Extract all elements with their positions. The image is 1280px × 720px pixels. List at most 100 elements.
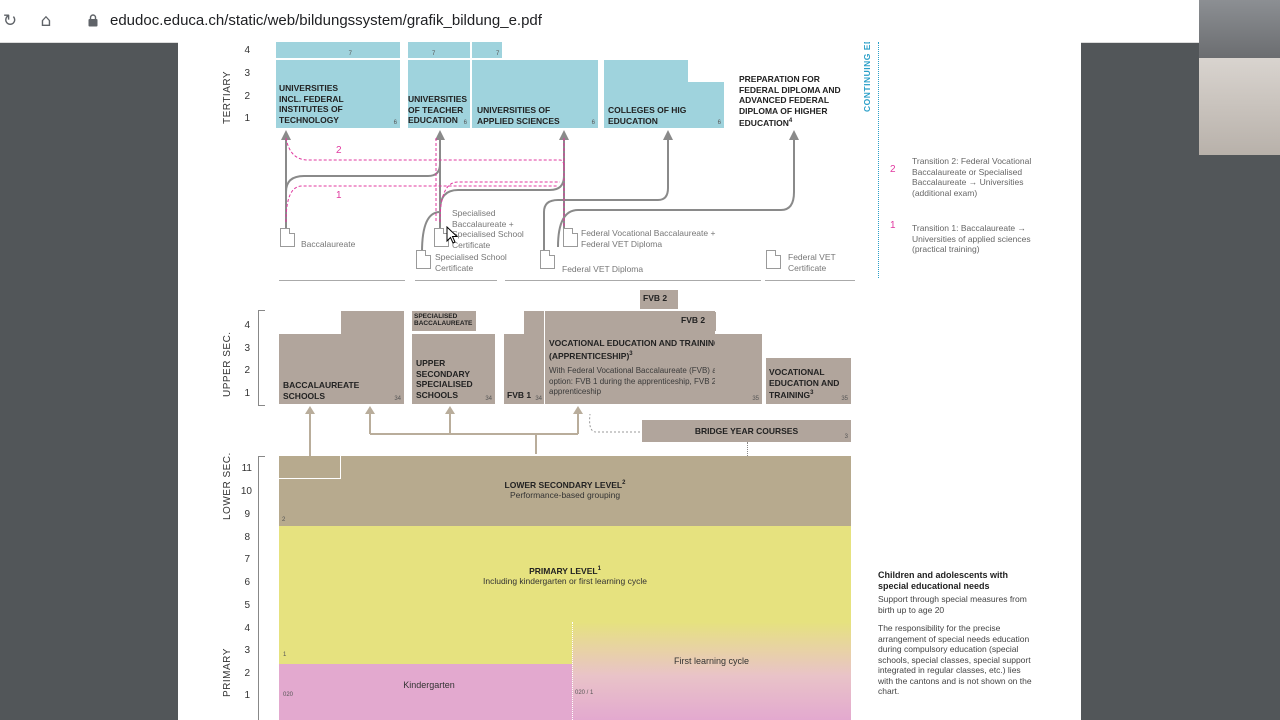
doc-icon bbox=[540, 250, 555, 269]
bacc-schools-label: BACCALAUREATE SCHOOLS bbox=[283, 380, 360, 401]
first-learning-cycle-box: First learning cycle 020 / 1 bbox=[572, 622, 851, 720]
doc-icon bbox=[416, 250, 431, 269]
bridge-year-box: BRIDGE YEAR COURSES 3 bbox=[642, 420, 851, 442]
year-primary-6: 6 bbox=[244, 577, 250, 588]
year-primary-2: 2 bbox=[244, 668, 250, 679]
year-upper-2: 2 bbox=[244, 365, 250, 376]
transition-2-marker: 2 bbox=[336, 145, 342, 156]
cert-vet-cert: Federal VET Certificate bbox=[788, 252, 836, 273]
vet-title: VOCATIONAL EDUCATION AND TRAINING (APPRE… bbox=[549, 338, 721, 361]
teacher-top-box bbox=[408, 42, 470, 58]
fvb-divider bbox=[544, 312, 545, 404]
universities-label: UNIVERSITIES INCL. FEDERAL INSTITUTES OF… bbox=[279, 83, 344, 125]
primary-level-title: PRIMARY LEVEL1 bbox=[529, 565, 601, 576]
lower-bracket bbox=[258, 456, 265, 527]
lower-secondary-title: LOWER SECONDARY LEVEL2 bbox=[504, 479, 626, 490]
year-tertiary-3: 3 bbox=[244, 68, 250, 79]
teacher-code: 6 bbox=[463, 120, 467, 126]
year-primary-3: 3 bbox=[244, 645, 250, 656]
upper-spec-code: 34 bbox=[485, 396, 492, 402]
year-primary-8: 8 bbox=[244, 532, 250, 543]
year-upper-3: 3 bbox=[244, 343, 250, 354]
vet-training-code: 35 bbox=[841, 396, 848, 402]
cert-vet-diploma: Federal VET Diploma bbox=[562, 264, 644, 274]
universities-box: UNIVERSITIES INCL. FEDERAL INSTITUTES OF… bbox=[276, 51, 400, 128]
vet-description: With Federal Vocational Baccalaureate (F… bbox=[549, 366, 748, 396]
reload-icon[interactable]: ↻ bbox=[2, 11, 18, 31]
year-tertiary-2: 2 bbox=[244, 91, 250, 102]
year-primary-7: 7 bbox=[244, 554, 250, 565]
participant-video-2 bbox=[1199, 58, 1280, 155]
colleges-label: COLLEGES OF HIGHER EDUCATION bbox=[608, 105, 705, 126]
fvb2-box: FVB 2 bbox=[678, 312, 716, 331]
applied-box: UNIVERSITIES OF APPLIED SCIENCES 6 7 bbox=[472, 51, 598, 128]
special-needs-p1: Support through special measures from bi… bbox=[878, 594, 1027, 615]
legend-t1-number: 1 bbox=[890, 220, 896, 231]
transition-1-marker: 1 bbox=[336, 190, 342, 201]
address-bar[interactable]: edudoc.educa.ch/static/web/bildungssyste… bbox=[110, 12, 542, 29]
doc-icon bbox=[434, 228, 449, 247]
year-upper-1: 1 bbox=[244, 388, 250, 399]
separator bbox=[765, 280, 855, 281]
kindergarten-code: 020 bbox=[283, 692, 294, 698]
doc-icon bbox=[563, 228, 578, 247]
pdf-page: TERTIARY UPPER SEC. LOWER SEC. PRIMARY C… bbox=[178, 42, 1081, 720]
primary-level-subtitle: Including kindergarten or first learning… bbox=[483, 576, 647, 586]
lower-secondary-subtitle: Performance-based grouping bbox=[509, 490, 621, 500]
cert-spec-bacc: Specialised Baccalaureate + Specialised … bbox=[452, 208, 524, 250]
bacc-schools-box: BACCALAUREATE SCHOOLS 34 bbox=[279, 334, 404, 404]
year-primary-1: 1 bbox=[244, 690, 250, 701]
bridge-connector bbox=[747, 442, 748, 456]
upper-bracket bbox=[258, 310, 265, 406]
upper-flows bbox=[305, 402, 784, 456]
fvb1-top-box bbox=[524, 311, 544, 335]
lower-secondary-box: LOWER SECONDARY LEVEL2 Performance-based… bbox=[279, 456, 851, 526]
year-primary-4: 4 bbox=[244, 623, 250, 634]
legend-t1-text: Transition 1: Baccalaureate → Universiti… bbox=[912, 223, 1031, 254]
vet-code: 35 bbox=[752, 396, 759, 402]
axis-label-upper-sec: UPPER SEC. bbox=[222, 331, 233, 397]
year-lower-9: 9 bbox=[244, 509, 250, 520]
colleges-box-ext: 6 bbox=[686, 82, 724, 128]
axis-label-primary: PRIMARY bbox=[222, 648, 233, 697]
teacher-box: UNIVERSITIES OF TEACHER EDUCATION 6 7 bbox=[408, 51, 470, 128]
fvb2-box-top: FVB 2 bbox=[640, 290, 678, 309]
mouse-cursor-icon bbox=[446, 226, 458, 244]
doc-icon bbox=[766, 250, 781, 269]
fvb2-label: FVB 2 bbox=[681, 315, 706, 325]
applied-label: UNIVERSITIES OF APPLIED SCIENCES bbox=[477, 105, 560, 126]
special-needs-title: Children and adolescents with special ed… bbox=[878, 570, 1009, 591]
cert-baccalaureate: Baccalaureate bbox=[301, 239, 356, 249]
kindergarten-box: Kindergarten 020 bbox=[279, 664, 572, 720]
universities-top-code: 7 bbox=[348, 51, 352, 57]
year-lower-11: 11 bbox=[241, 463, 252, 474]
bridge-year-code: 3 bbox=[844, 434, 848, 440]
primary-bracket bbox=[258, 526, 265, 720]
kindergarten-label: Kindergarten bbox=[403, 680, 455, 690]
continuing-education-line bbox=[878, 42, 879, 278]
upper-spec-box: UPPER SECONDARY SPECIALISED SCHOOLS 34 bbox=[412, 334, 495, 404]
applied-top-code: 7 bbox=[496, 51, 500, 57]
upper-spec-label: UPPER SECONDARY SPECIALISED SCHOOLS bbox=[416, 358, 473, 400]
legend-t2-text: Transition 2: Federal Vocational Baccala… bbox=[912, 156, 1032, 198]
colleges-box: COLLEGES OF HIGHER EDUCATION bbox=[604, 60, 704, 128]
doc-icon bbox=[280, 228, 295, 247]
universities-code: 6 bbox=[393, 120, 397, 126]
lock-icon[interactable] bbox=[88, 14, 98, 27]
vet-training-label: VOCATIONAL EDUCATION AND TRAINING3 bbox=[769, 367, 840, 400]
fvb2-label-top: FVB 2 bbox=[643, 293, 668, 303]
cycle-divider bbox=[572, 622, 573, 720]
axis-label-lower-sec: LOWER SEC. bbox=[222, 452, 233, 520]
fvb1-code: 34 bbox=[535, 396, 542, 402]
first-learning-cycle-code: 020 / 1 bbox=[575, 690, 594, 696]
bacc-year4-box bbox=[341, 311, 404, 335]
home-icon[interactable]: ⌂ bbox=[40, 11, 52, 31]
universities-top-box bbox=[276, 42, 400, 58]
vet-training-box: VOCATIONAL EDUCATION AND TRAINING3 35 bbox=[766, 358, 851, 404]
video-call-overlay bbox=[1199, 0, 1280, 155]
special-needs-p2: The responsibility for the precise arran… bbox=[878, 623, 1032, 696]
applied-code: 6 bbox=[591, 120, 595, 126]
browser-toolbar: ↻ ⌂ edudoc.educa.ch/static/web/bildungss… bbox=[0, 0, 1280, 43]
lower-year11-marker bbox=[279, 456, 341, 479]
spec-bacc-label: SPECIALISED BACCALAUREATE bbox=[414, 313, 473, 327]
